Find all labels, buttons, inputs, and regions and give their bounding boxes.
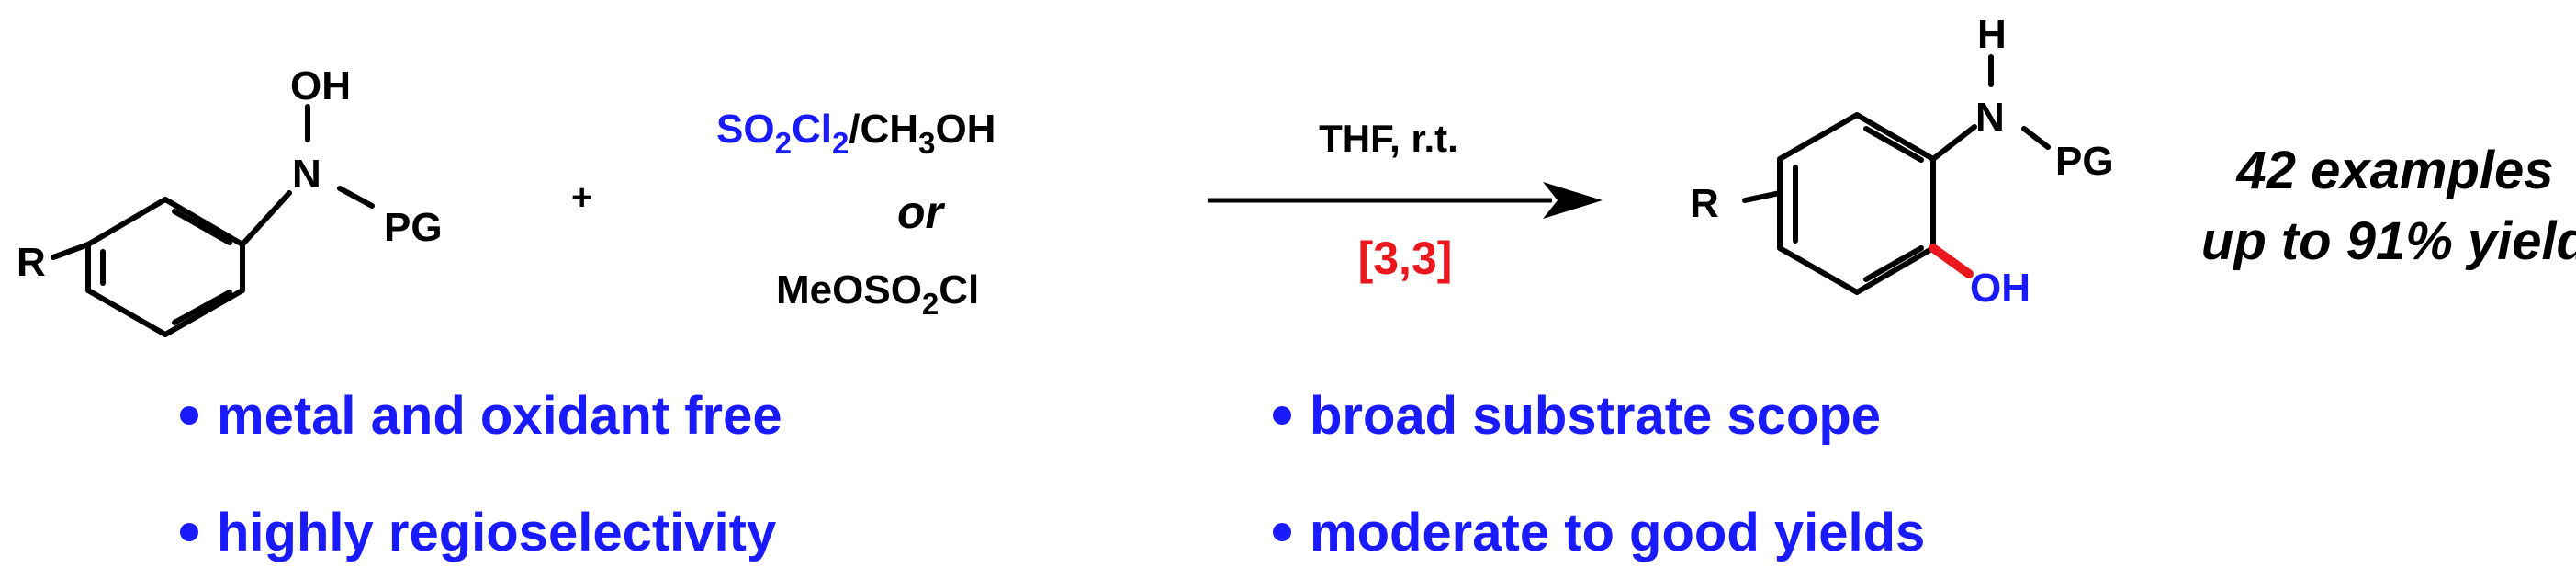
bullet-dot <box>180 523 198 541</box>
product-c-oh-bond <box>1929 244 1974 278</box>
reagent-line-1: SO2Cl2/CH3OH <box>716 107 996 160</box>
reagent-mesylcl-main: MeOSO <box>776 267 922 312</box>
reagent-so2cl2-sub1: 2 <box>775 126 792 160</box>
product-pg-label: PG <box>2055 139 2114 184</box>
product-oh-label: OH <box>1970 266 2030 311</box>
reactant-oh-label: OH <box>290 63 351 108</box>
feature-label: metal and oxidant free <box>217 386 782 446</box>
reagent-mesylcl-cl: Cl <box>939 267 979 312</box>
feature-item: moderate to good yields <box>1273 503 1925 562</box>
product-r-bond <box>1742 190 1783 203</box>
bullet-dot <box>1273 406 1291 425</box>
product-benzene-ring <box>1777 112 1936 295</box>
feature-item: highly regioselectivity <box>180 503 776 562</box>
reactant-benzene-ring <box>85 197 245 337</box>
reagent-methanol-oh: OH <box>935 107 996 152</box>
arrow-rearrangement-label: [3,3] <box>1358 233 1453 284</box>
reactant-r-bond <box>51 242 91 260</box>
reagent-methanol-ch: /CH <box>849 107 918 152</box>
reactant-pg-label: PG <box>384 205 443 250</box>
arrow-conditions: THF, r.t. <box>1319 117 1458 160</box>
bullet-dot <box>1273 523 1291 541</box>
plus-sign: + <box>571 177 592 218</box>
reagent-mesylcl-sub: 2 <box>922 287 939 321</box>
bullet-dot <box>180 406 198 425</box>
feature-list: metal and oxidant free highly regioselec… <box>180 386 1925 562</box>
reactant-r-label: R <box>17 240 46 285</box>
product-n-label: N <box>1975 95 2005 140</box>
product-h-label: H <box>1977 12 2007 57</box>
feature-item: broad substrate scope <box>1273 386 1881 446</box>
summary-yield: up to 91% yield <box>2201 211 2576 271</box>
reagent-line-2: MeOSO2Cl <box>776 267 979 321</box>
reactant-n-pg-bond <box>337 186 375 209</box>
product-n-pg-bond <box>2021 126 2051 150</box>
feature-label: highly regioselectivity <box>217 503 776 562</box>
feature-label: moderate to good yields <box>1310 503 1925 562</box>
product-structure: R H N PG OH <box>1690 12 2114 311</box>
product-r-label: R <box>1690 181 1719 226</box>
reagents: SO2Cl2/CH3OH or MeOSO2Cl <box>716 107 996 321</box>
reagent-or-label: or <box>897 187 946 238</box>
reagent-methanol-sub: 3 <box>918 126 935 160</box>
reaction-arrow <box>1208 182 1603 219</box>
reactant-structure: R OH N PG <box>17 63 443 337</box>
reagent-so2cl2-so: SO <box>716 107 775 152</box>
feature-label: broad substrate scope <box>1310 386 1881 446</box>
reagent-so2cl2-cl: Cl <box>792 107 832 152</box>
reactant-n-label: N <box>292 152 321 197</box>
reactant-c-n-bond <box>240 190 292 247</box>
product-c-n-bond <box>1930 124 1977 162</box>
feature-item: metal and oxidant free <box>180 386 782 446</box>
summary-examples: 42 examples <box>2235 141 2553 200</box>
reagent-so2cl2-sub2: 2 <box>832 126 849 160</box>
